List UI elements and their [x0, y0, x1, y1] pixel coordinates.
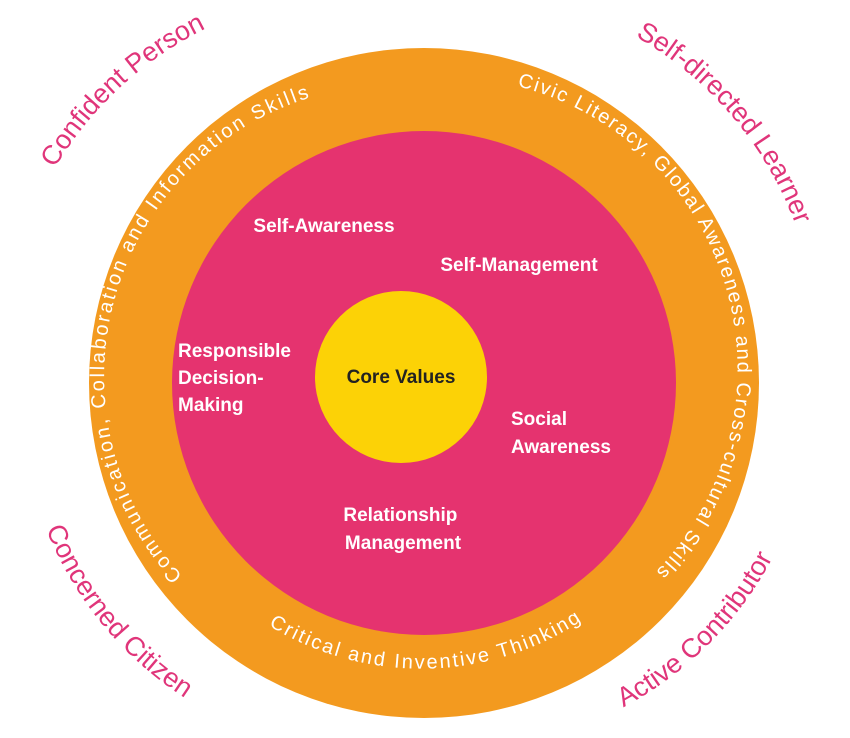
competency-responsible-decision-making: Responsible Decision- Making	[178, 341, 296, 416]
competency-social-line-1: Social	[511, 409, 567, 430]
competency-relationship-management: Relationship Management	[343, 505, 462, 554]
competency-responsible-line-3: Making	[178, 395, 243, 416]
competency-responsible-line-1: Responsible	[178, 341, 291, 362]
core-values-label: Core Values	[347, 367, 456, 388]
core-values-circle	[315, 291, 487, 463]
competency-self-management: Self-Management	[440, 255, 598, 276]
competency-responsible-line-2: Decision-	[178, 368, 264, 389]
competency-relationship-line-1: Relationship	[343, 505, 457, 526]
competency-self-awareness: Self-Awareness	[253, 216, 394, 237]
competency-social-line-2: Awareness	[511, 437, 611, 458]
competency-relationship-line-2: Management	[345, 533, 462, 554]
outcome-confident-person: Confident Person	[34, 7, 208, 171]
competency-social-awareness: Social Awareness	[511, 409, 611, 458]
